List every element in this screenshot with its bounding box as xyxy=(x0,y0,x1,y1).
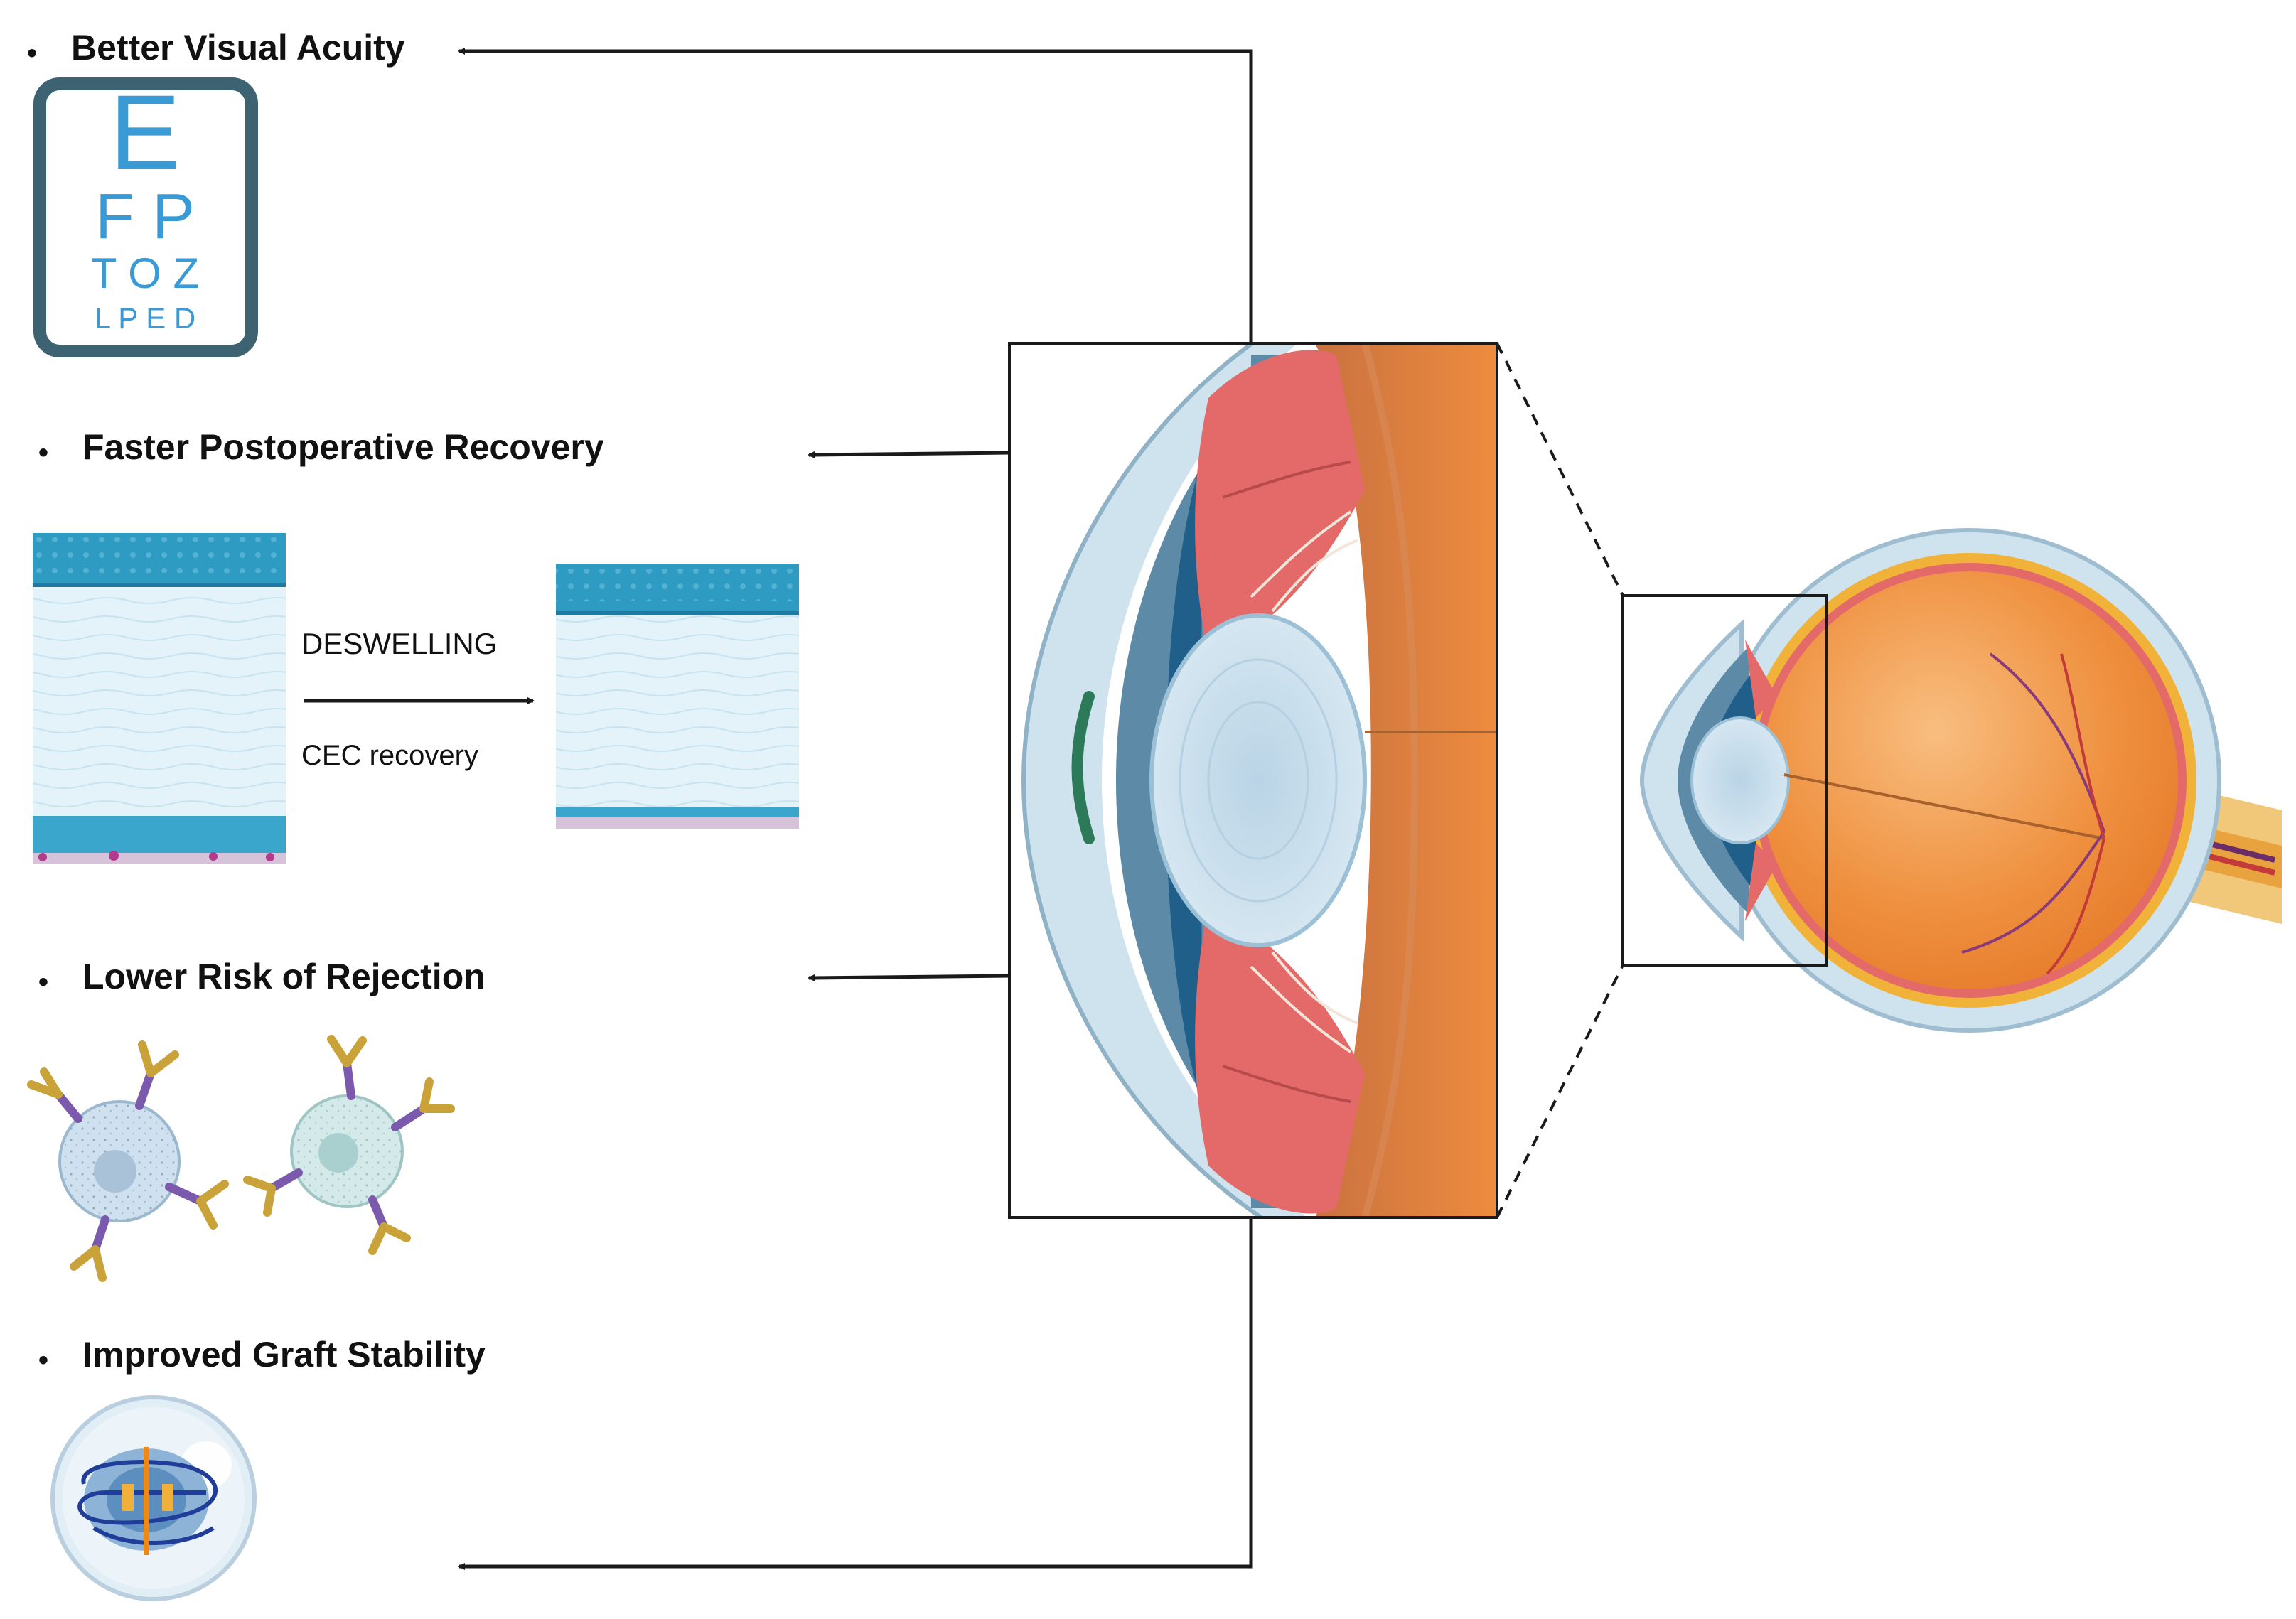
full-eye-illustration xyxy=(1621,528,2282,1033)
label-postoperative-recovery: Faster Postoperative Recovery xyxy=(82,427,604,467)
label-graft-stability: Improved Graft Stability xyxy=(82,1335,486,1375)
bullet-1: • xyxy=(27,38,37,69)
cec-recovery-label: CEC recovery xyxy=(301,740,478,771)
arrow-to-graft-stability xyxy=(458,1217,1253,1570)
label-visual-acuity: Better Visual Acuity xyxy=(71,28,405,68)
zoom-lines xyxy=(1496,343,1624,1218)
bullet-2: • xyxy=(38,437,48,468)
graft-stability-icon xyxy=(50,1395,257,1601)
arrow-to-recovery xyxy=(808,451,1010,458)
chart-row-1: E xyxy=(109,72,181,192)
immune-cells-icon xyxy=(27,1035,455,1282)
chart-row-2: F P xyxy=(95,181,195,252)
recovered-cornea-block xyxy=(556,564,799,829)
eye-chart-icon: E F P T O Z L P E D xyxy=(33,72,258,357)
anterior-segment-inset xyxy=(1008,342,1498,1219)
swollen-cornea-block xyxy=(33,533,286,864)
chart-row-4: L P E D xyxy=(95,301,195,335)
bullet-3: • xyxy=(38,967,48,998)
bullet-4: • xyxy=(38,1345,48,1376)
label-rejection-risk: Lower Risk of Rejection xyxy=(82,957,486,996)
benefit-labels: • Better Visual Acuity • Faster Postoper… xyxy=(27,28,604,1376)
arrow-to-visual-acuity xyxy=(458,48,1253,343)
arrow-to-rejection xyxy=(808,974,1010,981)
chart-row-3: T O Z xyxy=(91,249,199,297)
connector-arrows xyxy=(458,48,1253,1570)
deswelling-label: DESWELLING xyxy=(301,627,497,660)
